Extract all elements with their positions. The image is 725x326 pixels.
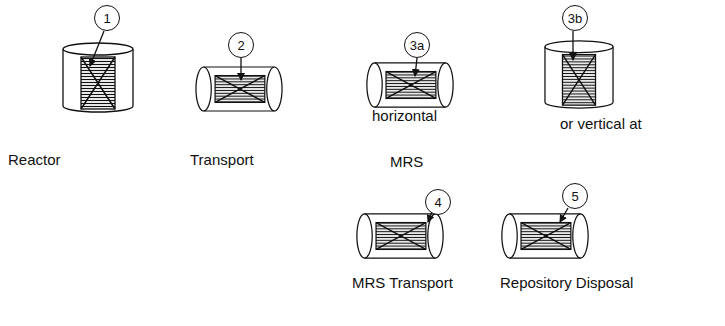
- stage-label: or vertical at: [560, 116, 642, 133]
- stage-label: Reactor: [8, 152, 61, 169]
- callout-number: 5: [571, 190, 578, 203]
- callout-circle: 3a: [404, 32, 430, 58]
- callout-circle: 2: [228, 32, 254, 58]
- callout-number: 4: [434, 196, 441, 209]
- callout-number: 3b: [568, 12, 582, 25]
- stage-label: Repository Disposal: [500, 275, 633, 292]
- callout-number: 2: [237, 39, 244, 52]
- callout-circle: 4: [425, 189, 451, 215]
- stage-label: MRS: [390, 154, 423, 171]
- callout-circle: 1: [94, 5, 120, 31]
- callout-circle: 3b: [562, 5, 588, 31]
- callout-number: 1: [103, 12, 110, 25]
- callout-circle: 5: [562, 183, 588, 209]
- stage-label: Transport: [190, 152, 254, 169]
- callout-number: 3a: [410, 39, 424, 52]
- stage-label: horizontal: [372, 108, 437, 125]
- stage-label: MRS Transport: [352, 275, 453, 292]
